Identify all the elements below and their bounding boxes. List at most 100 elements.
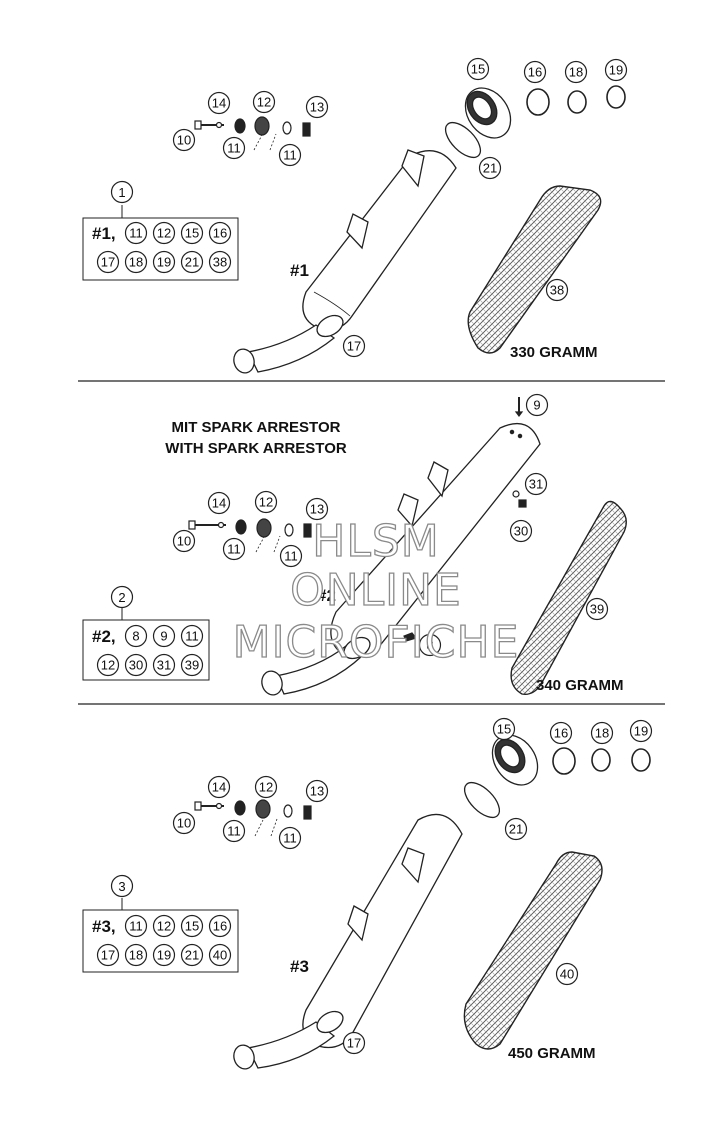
kit-part-15-section-3-text: 15 [185, 919, 199, 934]
callout-16-section-1: 16 [523, 60, 547, 84]
callout-16-section-1-text: 16 [528, 65, 542, 80]
kit-part-19-section-3: 19 [152, 943, 176, 967]
weight-label-2: 340 GRAMM [536, 677, 624, 694]
callout-11a-section-1-text: 11 [227, 141, 241, 156]
ring-16-section-1 [526, 88, 550, 116]
heading-mit-spark-arrestor: MIT SPARK ARRESTOR [172, 419, 341, 436]
callout-11b-section-1: 11 [278, 143, 302, 167]
kit-part-11-section-3: 11 [124, 914, 148, 938]
callout-9-section-2: 9 [525, 393, 549, 417]
kit-part-19-section-3-text: 19 [157, 948, 171, 963]
callout-14-section-2: 14 [207, 491, 231, 515]
watermark-line-1: HLSM [312, 516, 440, 567]
callout-16-section-3-text: 16 [554, 726, 568, 741]
callout-17-section-3: 17 [342, 1031, 366, 1055]
kit-part-12-section-1-text: 12 [157, 226, 171, 241]
callout-12-section-1: 12 [252, 90, 276, 114]
kit-part-30-section-2-text: 30 [129, 658, 143, 673]
callout-18-section-1-text: 18 [569, 65, 583, 80]
kit-number-2: 2 [110, 585, 134, 609]
callout-13-section-3-text: 13 [310, 784, 324, 799]
muffler-label-1: #1 [290, 261, 309, 280]
kit-part-8-section-2: 8 [124, 624, 148, 648]
callout-11b-section-1-text: 11 [283, 148, 297, 163]
callout-21-section-3: 21 [504, 817, 528, 841]
muffler-label-2: #2 [317, 586, 336, 605]
callout-10-section-2-text: 10 [177, 534, 191, 549]
kit-number-1-text: 1 [118, 185, 125, 200]
callout-11b-section-3-text: 11 [283, 831, 297, 846]
callout-13-section-2-text: 13 [310, 502, 324, 517]
watermark-line-3: MICROFICHE [233, 617, 520, 668]
watermark: HLSM ONLINE MICROFICHE [232, 515, 520, 668]
bolt-hardware-section-2 [188, 518, 312, 553]
callout-14-section-3-text: 14 [212, 780, 226, 795]
kit-part-12-section-2: 12 [96, 653, 120, 677]
kit-part-21-section-3-text: 21 [185, 948, 199, 963]
watermark-line-2: ONLINE [290, 565, 462, 616]
callout-12-section-1-text: 12 [257, 95, 271, 110]
callout-14-section-1: 14 [207, 91, 231, 115]
callout-12-section-3-text: 12 [259, 780, 273, 795]
callout-15-section-1: 15 [466, 57, 490, 81]
callout-15-section-1-text: 15 [471, 62, 485, 77]
kit-part-40-section-3-text: 40 [213, 948, 227, 963]
kit-part-19-section-1: 19 [152, 250, 176, 274]
callout-14-section-1-text: 14 [212, 96, 226, 111]
muffler-2 [261, 423, 541, 696]
kit-part-18-section-3-text: 18 [129, 948, 143, 963]
kit-part-38-section-1-text: 38 [213, 255, 227, 270]
callout-11b-section-2-text: 11 [284, 549, 298, 564]
ring-19-section-1 [606, 85, 626, 109]
section-1 [82, 85, 626, 374]
callout-11a-section-1: 11 [222, 136, 246, 160]
callout-14-section-3: 14 [207, 775, 231, 799]
ring-18-section-1 [567, 90, 587, 114]
callout-39-section-2: 39 [585, 597, 609, 621]
callout-8-section-2-text: 8 [426, 638, 433, 653]
kit-part-16-section-3-text: 16 [213, 919, 227, 934]
callout-10-section-1: 10 [172, 128, 196, 152]
ring-16-section-3 [552, 747, 576, 775]
end-cap-15-section-3 [491, 734, 539, 786]
kit-part-11-section-3-text: 11 [129, 919, 143, 934]
muffler-1 [233, 149, 457, 374]
callout-21-section-3-text: 21 [509, 822, 523, 837]
kit-number-3-text: 3 [118, 879, 125, 894]
kit-part-11-section-1-text: 11 [129, 226, 143, 241]
callout-40-section-3-text: 40 [560, 967, 574, 982]
callout-11a-section-3-text: 11 [227, 824, 241, 839]
callout-19-section-1: 19 [604, 58, 628, 82]
callout-8-section-2: 8 [418, 633, 442, 657]
kit-part-12-section-2-text: 12 [101, 658, 115, 673]
callout-10-section-1-text: 10 [177, 133, 191, 148]
kit-number-3: 3 [110, 874, 134, 898]
callout-10-section-3: 10 [172, 811, 196, 835]
kit-part-15-section-3: 15 [180, 914, 204, 938]
kit-part-17-section-3: 17 [96, 943, 120, 967]
kit-part-12-section-3-text: 12 [157, 919, 171, 934]
callout-31-section-2-text: 31 [529, 477, 543, 492]
callout-14-section-2-text: 14 [212, 496, 226, 511]
callout-39-section-2-text: 39 [590, 602, 604, 617]
kit-label-1: #1, [92, 224, 116, 243]
kit-part-9-section-2-text: 9 [160, 629, 167, 644]
callout-19-section-3-text: 19 [634, 724, 648, 739]
heat-shield-39 [510, 500, 627, 696]
callout-21-section-1: 21 [478, 156, 502, 180]
kit-part-18-section-3: 18 [124, 943, 148, 967]
bolt-hardware-section-1 [194, 116, 311, 151]
kit-part-16-section-1: 16 [208, 221, 232, 245]
callout-17-section-3-text: 17 [347, 1036, 361, 1051]
callout-10-section-2: 10 [172, 529, 196, 553]
kit-part-17-section-1-text: 17 [101, 255, 115, 270]
callout-10-section-3-text: 10 [177, 816, 191, 831]
callout-18-section-1: 18 [564, 60, 588, 84]
kit-label-3: #3, [92, 917, 116, 936]
kit-label-2: #2, [92, 627, 116, 646]
kit-part-9-section-2: 9 [152, 624, 176, 648]
kit-part-31-section-2: 31 [152, 653, 176, 677]
